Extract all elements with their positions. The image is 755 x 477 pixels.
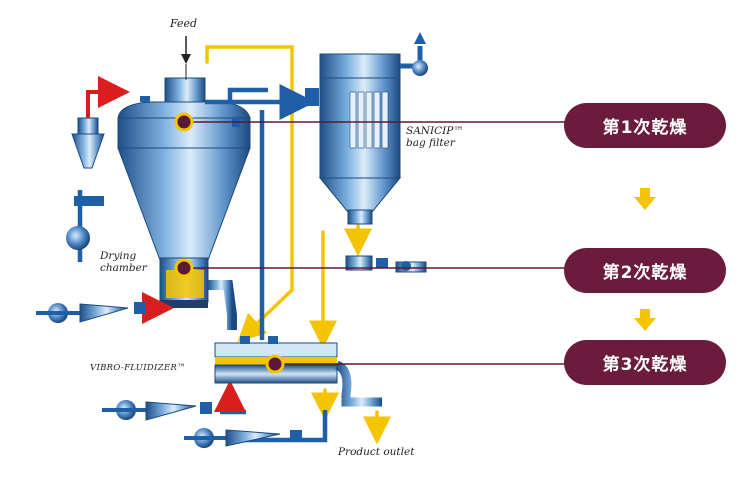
bag-filter-label: SANICIP™ bag filter <box>406 125 464 150</box>
stage-3-dot <box>265 354 285 374</box>
product-outlet-label: Product outlet <box>338 446 415 458</box>
feed-label: Feed <box>170 17 198 30</box>
air-ducts <box>77 84 328 443</box>
vibro-fluidizer <box>214 336 382 407</box>
bag-filter <box>305 32 428 225</box>
stage-3-badge: 第3次乾燥 <box>564 340 726 385</box>
filter-discharge <box>345 255 427 273</box>
hot-air-lines <box>86 76 246 412</box>
stage-marker-dots <box>174 112 285 374</box>
stage-2-dot <box>174 258 194 278</box>
air-heaters <box>36 302 302 448</box>
stage-1-dot <box>174 112 194 132</box>
stage-markers <box>192 121 566 365</box>
filter-bags <box>349 91 389 149</box>
drying-chamber-label: Drying chamber <box>100 250 147 275</box>
stage-2-badge: 第2次乾燥 <box>564 248 726 293</box>
product-flow-lines <box>205 45 391 445</box>
inlet-cyclone <box>66 117 105 250</box>
stage-1-badge: 第1次乾燥 <box>564 103 726 148</box>
feed-arrow <box>181 36 191 80</box>
vibro-fluidizer-label: VIBRO-FLUIDIZER™ <box>90 363 186 373</box>
